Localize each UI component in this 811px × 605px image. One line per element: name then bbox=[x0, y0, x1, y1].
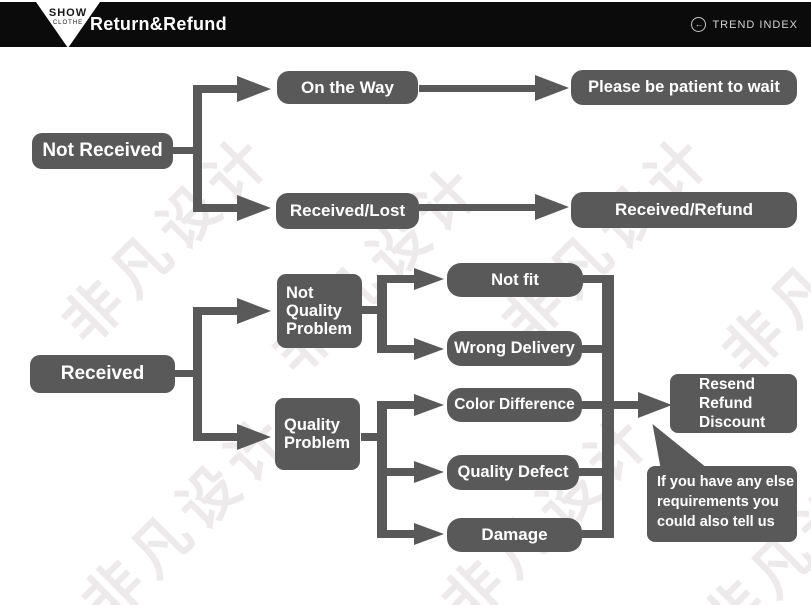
note-line: If you have any else bbox=[657, 474, 795, 490]
node-line: Not bbox=[286, 284, 314, 302]
arrowhead bbox=[414, 461, 444, 483]
connector-line bbox=[419, 204, 537, 211]
page-title: Return&Refund bbox=[90, 14, 227, 34]
connector-line bbox=[173, 147, 197, 154]
connector-line bbox=[614, 401, 642, 409]
node-line: Problem bbox=[286, 320, 353, 338]
node-quality-defect: Quality Defect bbox=[447, 455, 579, 490]
node-received-lost: Received/Lost bbox=[276, 193, 419, 229]
arrowhead bbox=[638, 392, 672, 418]
node-received-refund: Received/Refund bbox=[571, 192, 797, 228]
node-please-wait: Please be patient to wait bbox=[571, 70, 797, 105]
node-color-difference: Color Difference bbox=[447, 388, 582, 422]
connector-line bbox=[582, 530, 607, 538]
connector-line bbox=[385, 468, 415, 476]
header-bar bbox=[0, 2, 811, 47]
node-not-fit: Not fit bbox=[447, 263, 583, 297]
watermark-text: 非凡设计 bbox=[430, 401, 667, 605]
node-received: Received bbox=[30, 355, 175, 393]
node-quality-problem: Quality Problem bbox=[275, 398, 360, 470]
node-line: Quality bbox=[286, 302, 342, 320]
node-line: Discount bbox=[699, 414, 766, 431]
note-line: could also tell us bbox=[657, 514, 775, 530]
connector-line bbox=[582, 345, 607, 353]
node-on-the-way: On the Way bbox=[277, 71, 418, 104]
connector-line bbox=[385, 275, 415, 283]
left-arrow-circle-icon: ← bbox=[691, 17, 707, 32]
node-damage: Damage bbox=[447, 518, 582, 552]
watermark-text: 非凡设计 bbox=[70, 401, 307, 605]
connector-line bbox=[200, 433, 238, 441]
connector-line bbox=[582, 401, 607, 409]
arrowhead bbox=[414, 338, 444, 360]
arrowhead bbox=[414, 268, 444, 290]
node-line: Refund bbox=[699, 395, 753, 412]
connector-line bbox=[579, 468, 607, 476]
node-line: Problem bbox=[284, 434, 351, 452]
connector-line bbox=[583, 275, 607, 283]
node-not-received: Not Received bbox=[32, 133, 173, 169]
connector-line bbox=[385, 345, 415, 353]
connector-line bbox=[385, 401, 415, 409]
trend-index-label: TREND INDEX bbox=[712, 18, 798, 31]
node-outcome: Resend Refund Discount bbox=[670, 374, 797, 433]
connector-line bbox=[193, 307, 202, 441]
connector-line bbox=[200, 307, 238, 315]
connector-line bbox=[175, 370, 199, 377]
connector-line bbox=[200, 85, 238, 93]
arrowhead bbox=[237, 424, 271, 450]
trend-index-badge: ← TREND INDEX bbox=[691, 2, 798, 47]
connector-line bbox=[193, 85, 202, 212]
logo-text-clothe: CLOTHE bbox=[52, 20, 84, 26]
connector-line bbox=[361, 433, 383, 441]
node-line: Quality bbox=[284, 416, 340, 434]
connector-line bbox=[377, 401, 387, 538]
arrowhead bbox=[535, 194, 569, 220]
arrowhead bbox=[237, 298, 271, 324]
arrowhead bbox=[414, 394, 444, 416]
node-line: Resend bbox=[699, 376, 755, 393]
arrowhead bbox=[414, 523, 444, 545]
connector-line bbox=[419, 85, 537, 92]
connector-line bbox=[200, 204, 238, 212]
connector-line bbox=[385, 530, 415, 538]
connector-line bbox=[377, 275, 387, 353]
arrowhead bbox=[237, 76, 271, 102]
note-line: requirements you bbox=[657, 494, 779, 510]
connector-line bbox=[602, 275, 614, 538]
node-wrong-delivery: Wrong Delivery bbox=[447, 331, 582, 366]
arrowhead bbox=[535, 75, 569, 101]
arrowhead bbox=[237, 195, 271, 221]
connector-line bbox=[361, 306, 383, 314]
logo-text-show: SHOW bbox=[48, 7, 88, 19]
speech-bubble-note: If you have any else requirements you co… bbox=[647, 466, 797, 542]
node-not-quality-problem: Not Quality Problem bbox=[277, 274, 362, 348]
